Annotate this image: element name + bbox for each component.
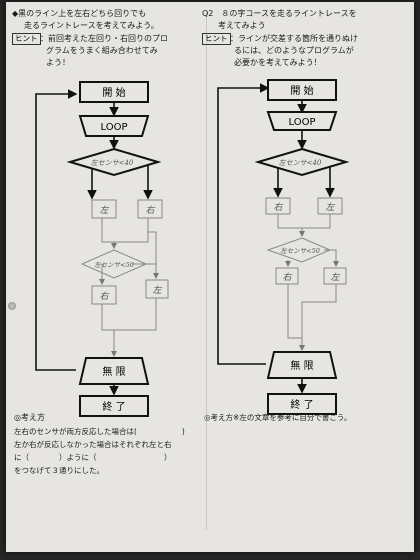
left-right1-label: 右 [145,205,155,216]
right-cond1-diamond [254,147,350,177]
right-left1-box [317,197,343,215]
right-left2-box [323,267,347,285]
left-start-label: 開 始 [102,86,125,99]
left-hint-label: ヒント [12,33,41,45]
left-cond1-diamond [66,147,162,177]
right-hint-line2: るには、どのようなプログラムが [234,46,354,55]
left-approach-line2: 左か右が反応しなかった場合はそれぞれ左と右 [14,440,172,449]
left-hint-line1: ：前回考えた左回り・右回りのプロ [40,34,168,43]
right-right2-label: 右 [282,272,292,283]
right-infinite-label: 無 限 [290,359,313,372]
left-left1-box [91,199,117,219]
right-infinite-box [266,351,338,379]
left-right1-box [137,199,163,219]
right-cond2-label: 左センサ<50 [280,247,320,255]
right-title-line1: Q2 ８の字コースを走るライントレースを [202,9,357,18]
right-cond2-diamond [266,237,332,263]
left-right2-box [91,285,117,305]
left-approach-line4: をつなげて３通りにした。 [14,466,104,475]
right-hint-line1: ：ラインが交差する箇所を通りぬけ [230,34,358,43]
right-cond1-label: 左センサ<40 [279,159,322,167]
left-cond1-label: 左センサ<40 [91,159,134,167]
right-hint-line3: 必要かを考えてみよう！ [234,58,322,67]
left-start-box [79,81,149,103]
left-title-line2: 走るライントレースを考えてみよう。 [24,21,159,30]
right-loop-box [266,111,338,131]
right-right2-box [275,267,299,285]
right-end-box [267,393,337,415]
right-left2-label: 左 [330,272,340,283]
punch-hole [8,302,16,310]
left-approach-title: ◎考え方 [14,413,45,422]
left-left2-label: 左 [152,285,162,296]
right-end-label: 終 了 [290,398,313,411]
right-loop-label: LOOP [289,117,316,128]
left-hint-line2: グラムをうまく組み合わせてみ [46,46,158,55]
left-loop-label: LOOP [101,122,128,133]
left-infinite-box [78,357,150,385]
right-title-line2: 考えてみよう [218,21,266,30]
worksheet-page: ◆黒のライン上を左右どちら回りでも 走るライントレースを考えてみよう。 ヒント … [6,2,414,552]
right-start-label: 開 始 [290,84,313,97]
left-cond2-label: 左センサ<50 [94,261,134,269]
left-right2-label: 右 [99,291,109,302]
right-start-box [267,79,337,101]
left-end-label: 終 了 [102,400,125,413]
left-left2-box [145,279,169,299]
left-hint-line3: よう！ [46,58,70,67]
flowcharts: 開 始 LOOP 左センサ<40 左 右 左センサ<50 右 左 無 限 終 了 [35,79,350,417]
right-left1-label: 左 [325,202,335,213]
left-infinite-label: 無 限 [102,365,125,378]
left-approach-line3: に（ ）ように（ ） [14,453,172,462]
column-divider [206,10,207,530]
right-right1-box [265,197,291,215]
left-cond2-diamond [80,249,148,279]
left-title-line1: ◆黒のライン上を左右どちら回りでも [12,9,147,18]
left-left1-label: 左 [99,205,109,216]
left-end-box [79,395,149,417]
left-approach-line1: 左右のセンサが両方反応した場合は( ) [14,427,185,436]
right-right1-label: 右 [273,202,283,213]
right-hint-label: ヒント [202,33,231,45]
left-loop-box [78,115,150,137]
right-approach: ◎考え方※左の文章を参考に自分で書こう。 [204,413,352,422]
